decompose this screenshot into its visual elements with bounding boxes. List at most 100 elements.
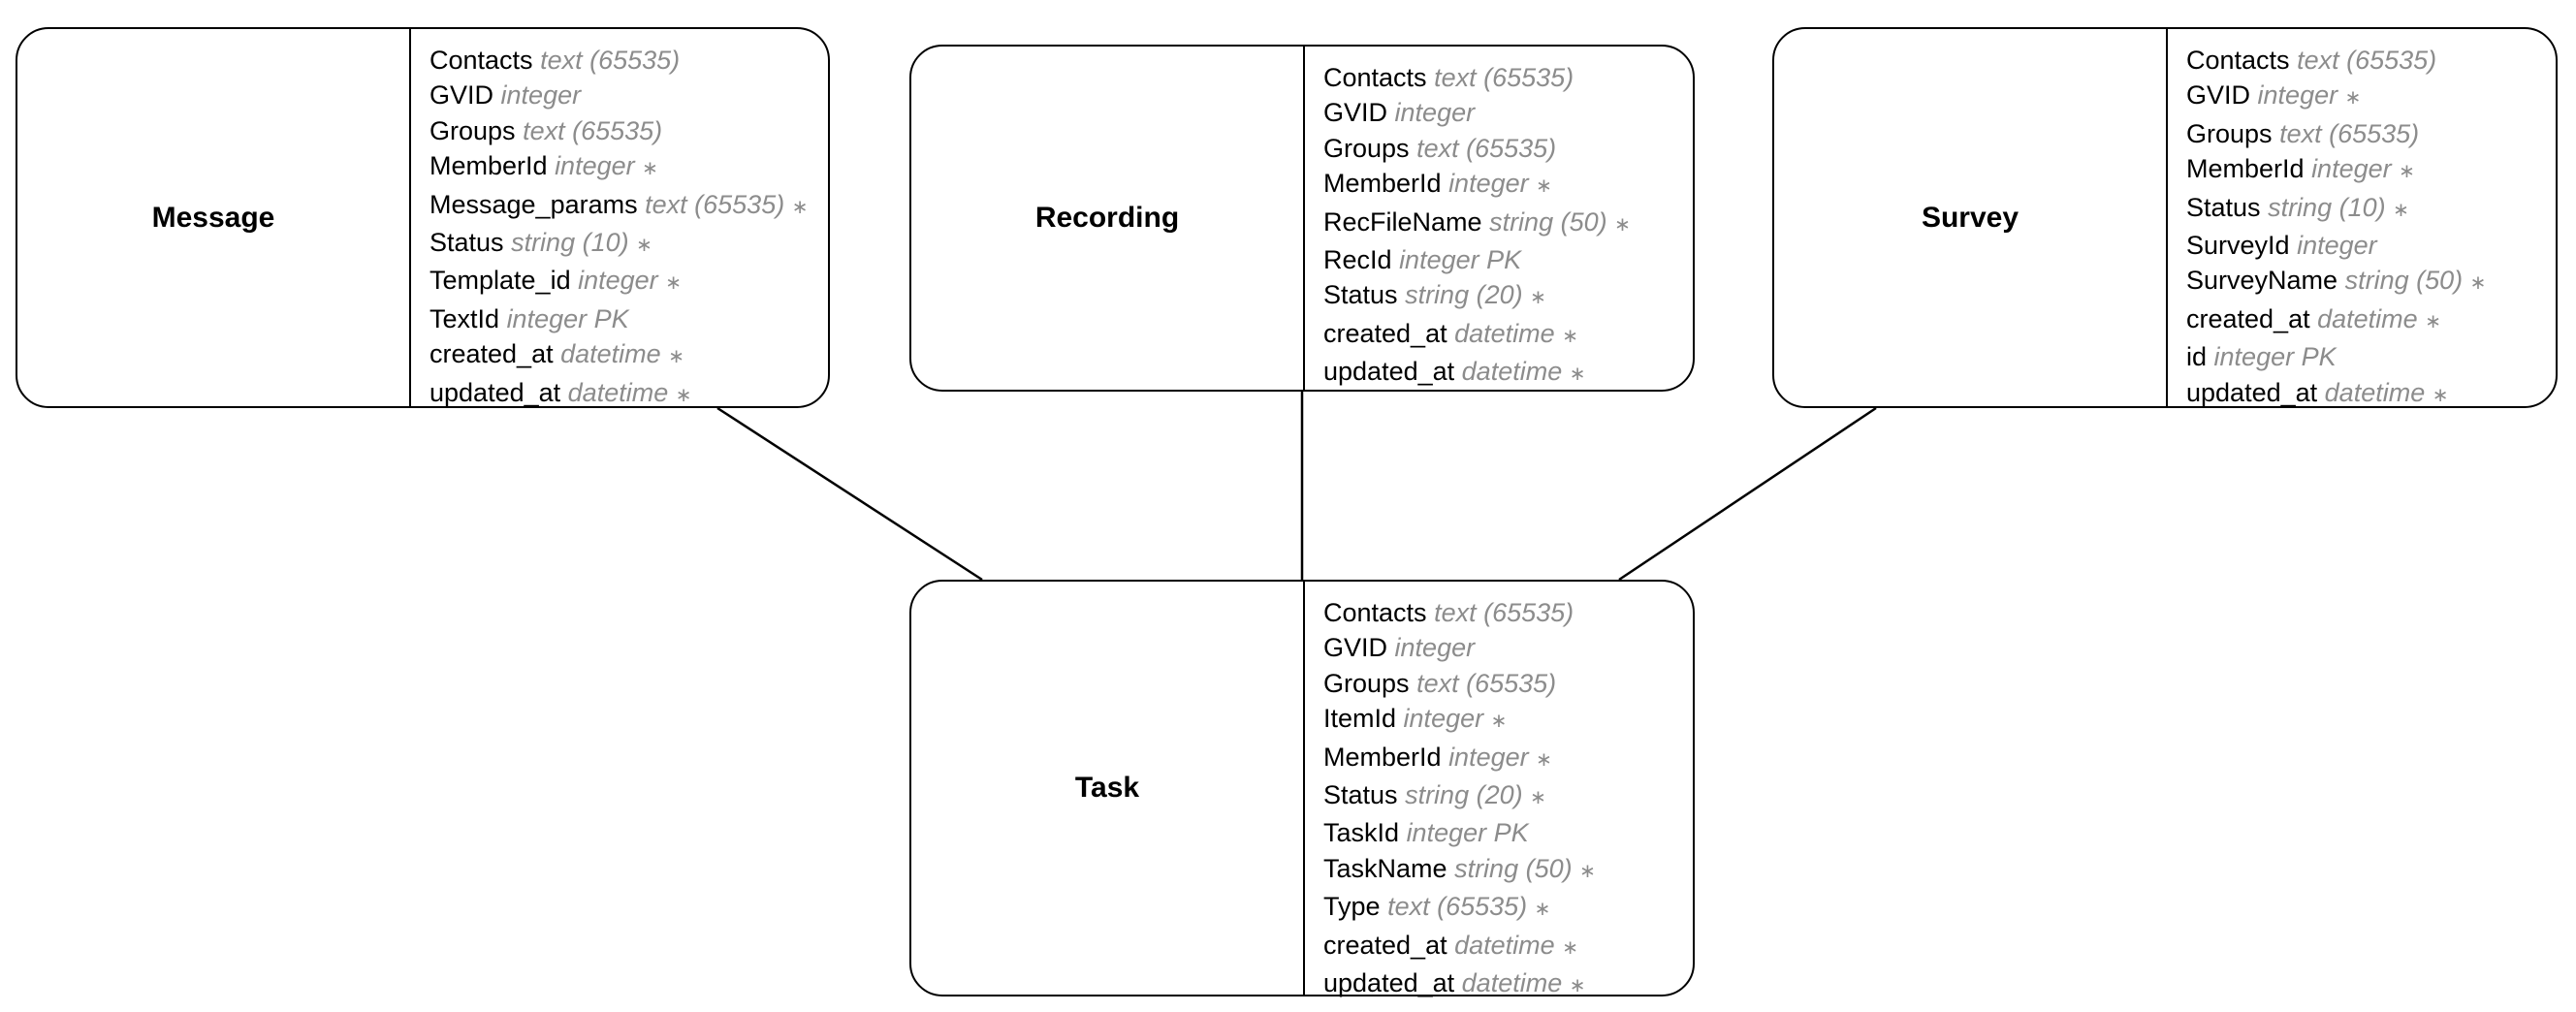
attribute-row: created_at datetime ∗: [1323, 928, 1693, 965]
attribute-row: created_at datetime ∗: [2186, 301, 2556, 339]
required-marker: ∗: [665, 272, 682, 295]
attribute-field: created_at: [1323, 930, 1447, 960]
attribute-type: integer: [1406, 818, 1487, 848]
attribute-type: datetime: [560, 339, 661, 369]
attribute-row: Contacts text (65535): [1323, 60, 1693, 95]
attribute-row: GVID integer: [1323, 630, 1693, 665]
primary-key-marker: PK: [1486, 245, 1522, 275]
attribute-field: MemberId: [1323, 169, 1442, 199]
attribute-row: updated_at datetime ∗: [2186, 375, 2556, 413]
attribute-field: ItemId: [1323, 704, 1397, 734]
required-marker: ∗: [1569, 975, 1586, 997]
attribute-type: integer: [555, 151, 635, 181]
required-marker: ∗: [2399, 161, 2415, 183]
attribute-type: string (50): [2344, 266, 2464, 296]
required-marker: ∗: [1579, 860, 1596, 882]
attribute-field: Groups: [1323, 133, 1410, 163]
attribute-row: MemberId integer ∗: [429, 148, 828, 186]
attribute-type: string (50): [1454, 853, 1573, 883]
required-marker: ∗: [2425, 310, 2441, 332]
attribute-type: string (10): [2268, 192, 2386, 222]
attribute-type: integer: [1403, 704, 1484, 734]
attribute-row: Type text (65535) ∗: [1323, 889, 1693, 927]
attribute-field: GVID: [2186, 80, 2251, 111]
attribute-type: integer: [506, 303, 588, 333]
attribute-type: string (20): [1405, 280, 1523, 310]
required-marker: ∗: [1534, 899, 1551, 921]
attribute-field: TaskId: [1323, 818, 1400, 848]
attribute-field: GVID: [1323, 98, 1388, 128]
attribute-type: integer: [1394, 98, 1476, 128]
attribute-type: text (65535): [1416, 133, 1557, 163]
attribute-type: datetime: [1461, 968, 1563, 998]
required-marker: ∗: [1530, 787, 1546, 809]
entity-name: Recording: [911, 47, 1305, 390]
attribute-row: Contacts text (65535): [429, 43, 828, 78]
attribute-row: TaskId integer PK: [1323, 815, 1693, 850]
attribute-field: updated_at: [429, 377, 561, 407]
attribute-field: created_at: [429, 339, 554, 369]
attribute-field: GVID: [1323, 633, 1388, 663]
attribute-row: SurveyName string (50) ∗: [2186, 263, 2556, 300]
attribute-field: Type: [1323, 892, 1381, 922]
attribute-type: string (20): [1405, 780, 1523, 810]
attribute-row: updated_at datetime ∗: [1323, 354, 1693, 392]
attribute-type: integer: [1394, 633, 1476, 663]
attribute-row: Template_id integer ∗: [429, 263, 828, 300]
required-marker: ∗: [668, 346, 684, 368]
attribute-type: text (65535): [2297, 46, 2437, 75]
attribute-row: created_at datetime ∗: [429, 336, 828, 374]
attribute-row: Status string (10) ∗: [2186, 190, 2556, 228]
attribute-field: Contacts: [429, 46, 533, 75]
attribute-field: RecFileName: [1323, 206, 1482, 237]
required-marker: ∗: [791, 196, 809, 218]
attribute-field: RecId: [1323, 245, 1392, 275]
required-marker: ∗: [1614, 213, 1631, 236]
required-marker: ∗: [642, 158, 658, 180]
attribute-row: Status string (20) ∗: [1323, 277, 1693, 315]
attribute-field: Groups: [1323, 668, 1410, 698]
attribute-row: created_at datetime ∗: [1323, 316, 1693, 354]
attribute-type: text (65535): [523, 115, 663, 145]
attribute-row: updated_at datetime ∗: [429, 375, 828, 413]
attribute-row: updated_at datetime ∗: [1323, 965, 1693, 1003]
attribute-field: created_at: [2186, 303, 2310, 333]
attribute-type: datetime: [1454, 930, 1555, 960]
attribute-row: TaskName string (50) ∗: [1323, 851, 1693, 889]
attribute-field: TaskName: [1323, 853, 1447, 883]
required-marker: ∗: [2432, 384, 2449, 406]
required-marker: ∗: [636, 235, 652, 257]
connector-message-task: [716, 406, 983, 582]
attribute-row: MemberId integer ∗: [1323, 740, 1693, 777]
attribute-field: MemberId: [2186, 154, 2305, 184]
attribute-field: updated_at: [2186, 377, 2318, 407]
attribute-type: text (65535): [645, 189, 785, 219]
entity-name: Survey: [1774, 29, 2168, 406]
required-marker: ∗: [1562, 936, 1578, 959]
primary-key-marker: PK: [593, 303, 629, 333]
attribute-row: Groups text (65535): [2186, 116, 2556, 151]
entity-message[interactable]: Message Contacts text (65535)GVID intege…: [16, 27, 830, 408]
attribute-type: text (65535): [1434, 63, 1574, 92]
required-marker: ∗: [1536, 748, 1552, 771]
attribute-type: string (10): [511, 228, 629, 258]
attribute-type: datetime: [2324, 377, 2426, 407]
required-marker: ∗: [2393, 199, 2409, 221]
attribute-row: Groups text (65535): [1323, 666, 1693, 701]
required-marker: ∗: [1569, 364, 1586, 386]
attribute-row: Contacts text (65535): [1323, 595, 1693, 630]
attribute-field: Groups: [2186, 118, 2273, 148]
attribute-row: RecFileName string (50) ∗: [1323, 205, 1693, 242]
attribute-type: integer: [2257, 80, 2338, 111]
attribute-list: Contacts text (65535) GVID integer ∗ Group…: [2168, 29, 2556, 407]
attribute-type: integer: [1399, 245, 1479, 275]
attribute-row: RecId integer PK: [1323, 242, 1693, 277]
entity-survey[interactable]: Survey Contacts text (65535) GVID integer…: [1772, 27, 2558, 408]
attribute-row: Groups text (65535): [1323, 131, 1693, 166]
attribute-type: integer: [500, 80, 582, 111]
attribute-field: Status: [429, 228, 504, 258]
entity-recording[interactable]: Recording Contacts text (65535)GVID inte…: [909, 45, 1695, 392]
attribute-field: Contacts: [2186, 46, 2290, 75]
